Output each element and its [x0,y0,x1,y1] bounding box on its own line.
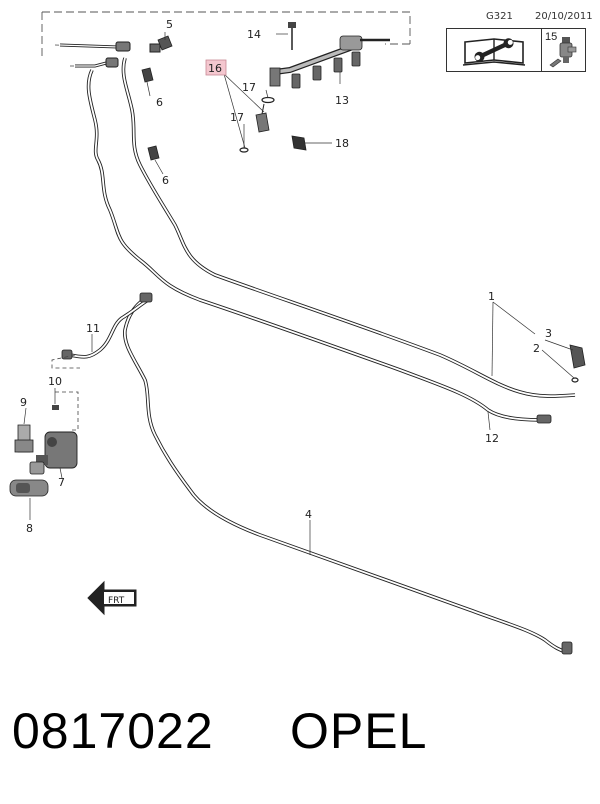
callout-1: 1 [488,290,495,303]
line-end-fitting-12 [536,414,552,424]
repair-manual-icon [462,38,526,66]
washer-2 [571,377,579,383]
fuel-line-12-inner [87,69,546,421]
fuel-rail-13 [269,35,390,89]
seal-17-lower [239,147,249,153]
callout-13: 13 [335,94,349,107]
callout-7: 7 [58,476,65,489]
bolt-10-detail-frame [55,391,79,431]
callout-16: 16 [208,62,222,75]
fuel-line-4-inner [123,297,567,653]
fuel-pressure-sensor-icon [549,37,577,68]
callout-17-lower: 17 [230,111,244,124]
callout-10: 10 [48,375,62,388]
callout-16-highlight [205,59,227,76]
hose-11-connectors [61,292,153,360]
callout-9: 9 [20,396,27,409]
callout-8: 8 [26,522,33,535]
hose-11-inner [69,299,149,358]
part-15-label: 15 [545,31,558,43]
seal-17-upper [261,96,275,104]
callout-14: 14 [247,28,261,41]
callout-11: 11 [86,322,100,335]
front-arrow-label: FRT [108,596,125,606]
bolt-14 [288,22,296,50]
bracket-9 [14,424,34,453]
callout-3: 3 [545,327,552,340]
part-15-cell: 15 [542,29,585,71]
injector-16 [255,103,270,133]
sensor-3 [569,344,586,369]
detail-frame [41,11,411,60]
clip-18 [291,135,307,151]
reference-icon-box: 15 [446,28,586,72]
callout-12: 12 [485,432,499,445]
callout-17-upper: 17 [242,81,256,94]
injectors [291,51,361,89]
upper-line-ends [59,41,161,68]
diagram-date: 20/10/2011 [535,11,593,22]
callout-2: 2 [533,342,540,355]
callout-5: 5 [166,18,173,31]
brand-name: OPEL [290,703,428,759]
fuel-line-12 [86,69,546,422]
pump-8 [9,479,49,497]
callout-6-upper: 6 [156,96,163,109]
fuel-line-exploded-diagram: FRT 5 14 16 17 17 13 18 6 6 1 3 2 12 11 … [9,11,586,655]
clip-6-upper [141,67,154,83]
line-end-fitting-4 [561,641,573,655]
catalog-part-number: 0817022 [12,703,214,759]
hose-11-detail-frame [51,354,80,369]
front-direction-arrow-icon: FRT [87,580,137,616]
callout-18: 18 [335,137,349,150]
fuel-filter-7 [29,431,78,475]
fuel-line-1-inner [122,57,576,398]
diagram-code: G321 [486,11,513,22]
callout-4: 4 [305,508,312,521]
leader-lines [23,32,575,555]
clip-6-lower [147,145,160,161]
fuel-line-1 [121,57,576,398]
bolt-10 [52,405,59,410]
repair-manual-cell [447,29,542,71]
callout-6-lower: 6 [162,174,169,187]
